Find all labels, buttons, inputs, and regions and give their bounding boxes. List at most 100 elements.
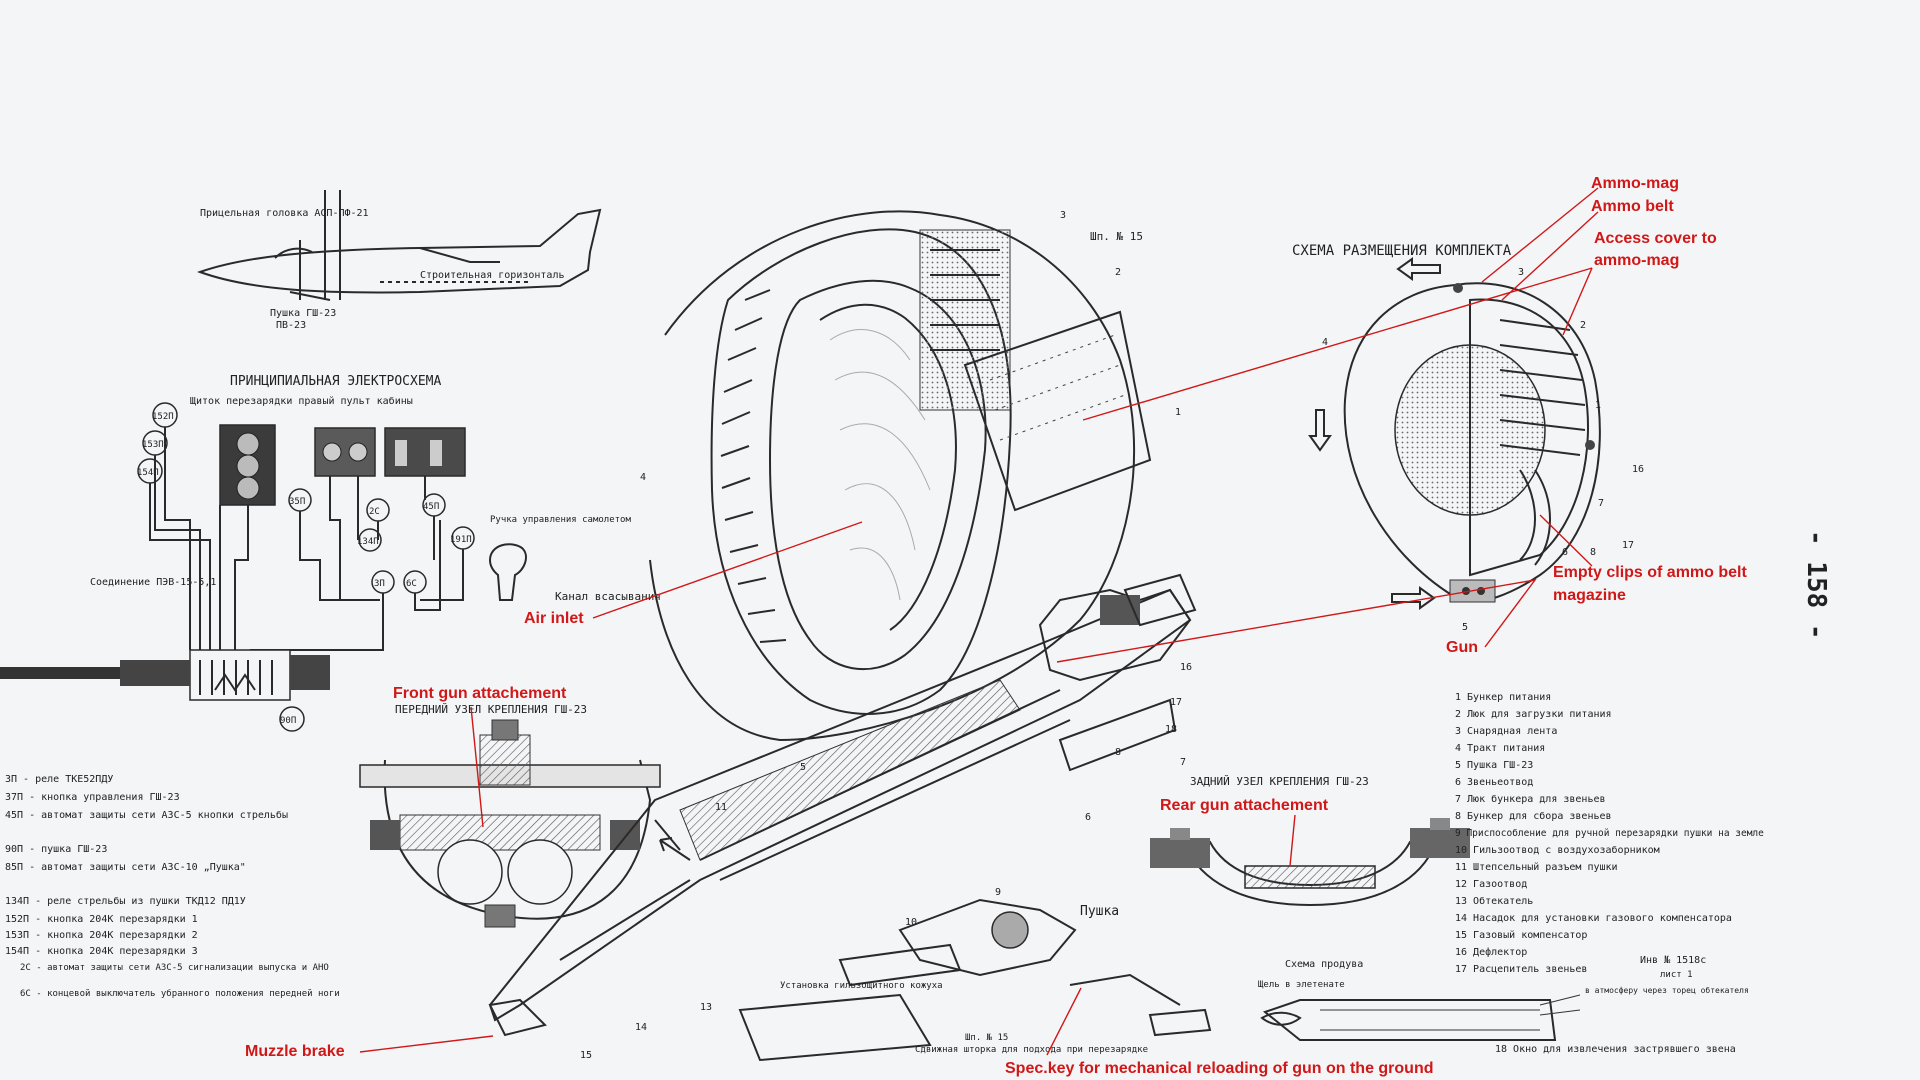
legend-left-8: 154П - кнопка 204К перезарядки 3: [5, 946, 198, 957]
casing-shield-label: Установка гильзощитного кожуха: [780, 981, 943, 991]
page-number: - 158 -: [1801, 530, 1831, 640]
annotation-air-inlet: Air inlet: [524, 610, 584, 627]
part-legend-13: 13 Обтекатель: [1455, 895, 1533, 907]
annotation-ammo-belt: Ammo belt: [1591, 198, 1674, 215]
part-legend-4: 4 Тракт питания: [1455, 743, 1545, 754]
part-legend-7: 7 Люк бункера для звеньев: [1455, 793, 1606, 805]
intake-channel-label: Канал всасывания: [555, 590, 661, 603]
part-number-2: 2: [1115, 267, 1121, 278]
front-mount-title: ПЕРЕДНИЙ УЗЕЛ КРЕПЛЕНИЯ ГШ-23: [395, 703, 587, 716]
node-6c: 6С: [406, 579, 417, 589]
annotation-muzzle-brake: Muzzle brake: [245, 1043, 345, 1060]
part-number-11: 11: [715, 802, 727, 813]
node-2c: 2С: [369, 507, 380, 517]
part-legend-12: 12 Газоотвод: [1455, 879, 1527, 890]
part-legend-15: 15 Газовый компенсатор: [1455, 929, 1587, 941]
scheme-num-16: 16: [1632, 464, 1644, 475]
layout-scheme-title: СХЕМА РАЗМЕЩЕНИЯ КОМПЛЕКТА: [1292, 243, 1512, 259]
part-number-18: 18: [1165, 724, 1177, 735]
part-number-5: 5: [800, 762, 806, 773]
part-legend-1: 1 Бункер питания: [1455, 692, 1551, 703]
scheme-num-2: 2: [1580, 320, 1586, 331]
part-legend-3: 3 Снарядная лента: [1455, 726, 1557, 737]
frame-15-label: Шп. № 15: [1090, 230, 1143, 243]
part-legend-6: 6 Звеньеотвод: [1455, 777, 1533, 788]
center-assembly: Шп. № 15 Канал всасывания Пушка Установк…: [488, 210, 1212, 1062]
aircraft-gun-label: Пушка ГШ-23: [270, 308, 336, 319]
part-number-4: 4: [640, 472, 646, 483]
annotation-gun: Gun: [1446, 639, 1478, 656]
legend-left-6: 152П - кнопка 204К перезарядки 1: [5, 914, 198, 925]
legend-left-0: 3П - реле ТКЕ52ПДУ: [5, 774, 113, 785]
aircraft-sight-label: Прицельная головка АСП-ПФ-21: [200, 208, 369, 219]
aircraft-side-view: Прицельная головка АСП-ПФ-21 Строительна…: [197, 190, 602, 331]
part-number-6: 6: [1085, 812, 1091, 823]
sliding-shutter-label: Сдвижная шторка для подхода при перезаря…: [915, 1045, 1148, 1055]
part-number-14: 14: [635, 1022, 647, 1033]
part-number-16: 16: [1180, 662, 1192, 673]
node-134p: 134П: [357, 537, 379, 547]
part-number-15: 15: [580, 1050, 592, 1061]
part-number-8: 8: [1115, 747, 1121, 758]
part-legend-2: 2 Люк для загрузки питания: [1455, 709, 1612, 720]
node-45p: 45П: [423, 502, 439, 512]
node-3p: 3П: [374, 579, 385, 589]
part-number-9: 9: [995, 887, 1001, 898]
annotation-ammo-mag: Ammo-mag: [1591, 175, 1679, 192]
node-90p: 90П: [280, 716, 296, 726]
node-35p: 35П: [289, 497, 305, 507]
part-number-10: 10: [905, 917, 917, 928]
part-legend-14: 14 Насадок для установки газового компен…: [1455, 913, 1732, 924]
legend-left-2: 45П - автомат защиты сети АЗС-5 кнопки с…: [5, 809, 288, 821]
scheme-num-5: 5: [1462, 622, 1468, 633]
scheme-num-7: 7: [1598, 498, 1604, 509]
node-152p: 152П: [152, 412, 174, 422]
part-legend-16: 16 Дефлектор: [1455, 946, 1527, 958]
annotation-access-cover-1: Access cover to: [1594, 230, 1717, 247]
annotation-empty-clips-2: magazine: [1553, 587, 1626, 604]
scheme-num-1: 1: [1595, 400, 1601, 411]
aircraft-datum-label: Строительная горизонталь: [420, 270, 565, 281]
part-legend-18: 18 Окно для извлечения застрявшего звена: [1495, 1044, 1736, 1055]
front-mount-detail: ПЕРЕДНИЙ УЗЕЛ КРЕПЛЕНИЯ ГШ-23: [359, 703, 661, 928]
parts-legend: 1 Бункер питания 2 Люк для загрузки пита…: [1455, 692, 1764, 1055]
legend-left-3: 90П - пушка ГШ-23: [5, 844, 107, 855]
reload-panel-label: Щиток перезарядки правый пульт кабины: [190, 395, 413, 407]
english-annotations: Ammo-mag Ammo belt Access cover to ammo-…: [245, 175, 1747, 1077]
legend-left-1: 37П - кнопка управления ГШ-23: [5, 792, 180, 803]
legend-left-10: 6С - концевой выключатель убранного поло…: [20, 988, 340, 999]
part-legend-11: 11 Штепсельный разъем пушки: [1455, 861, 1618, 873]
part-legend-10: 10 Гильзоотвод с воздухозаборником: [1455, 844, 1660, 856]
aircraft-gun-label-2: ПВ-23: [276, 320, 306, 331]
inventory-sheet: лист 1: [1660, 970, 1693, 980]
stick-handle-label: Ручка управления самолетом: [490, 515, 631, 525]
part-legend-17: 17 Расцепитель звеньев: [1455, 964, 1587, 975]
purge-slot-label: Щель в элетенате: [1258, 980, 1345, 990]
part-number-7: 7: [1180, 757, 1186, 768]
electrical-legend: 3П - реле ТКЕ52ПДУ 37П - кнопка управлен…: [5, 774, 340, 999]
part-number-17: 17: [1170, 697, 1182, 708]
part-number-3: 3: [1060, 210, 1066, 221]
scheme-num-17: 17: [1622, 540, 1634, 551]
annotation-front-gun-attachment: Front gun attachement: [393, 685, 567, 702]
scheme-num-8: 8: [1590, 547, 1596, 558]
part-number-13: 13: [700, 1002, 712, 1013]
legend-left-5: 134П - реле стрельбы из пушки ТКД12 ПД1У: [5, 895, 246, 907]
electrical-schematic: ПРИНЦИПИАЛЬНАЯ ЭЛЕКТРОСХЕМА Щиток переза…: [0, 374, 631, 732]
node-191p: 191П: [450, 535, 472, 545]
layout-scheme: СХЕМА РАЗМЕЩЕНИЯ КОМПЛЕКТА 1 2 3 4 5 6 7…: [1292, 243, 1644, 633]
annotation-access-cover-2: ammo-mag: [1594, 252, 1679, 269]
legend-left-7: 153П - кнопка 204К перезарядки 2: [5, 930, 198, 941]
part-legend-9: 9 Приспособление для ручной перезарядки …: [1455, 828, 1764, 839]
purge-title: Схема продува: [1285, 959, 1363, 970]
scheme-num-3: 3: [1518, 267, 1524, 278]
node-153p: 153П: [142, 440, 164, 450]
purge-atmo-label: в атмосферу через торец обтекателя: [1585, 985, 1749, 995]
rear-mount-title: ЗАДНИЙ УЗЕЛ КРЕПЛЕНИЯ ГШ-23: [1190, 775, 1369, 788]
legend-left-4: 85П - автомат защиты сети АЗС-10 „Пушка": [5, 862, 246, 873]
annotation-spec-key: Spec.key for mechanical reloading of gun…: [1005, 1060, 1434, 1077]
inventory-number: Инв № 1518с: [1640, 955, 1706, 966]
purge-scheme: Схема продува Щель в элетенате в атмосфе…: [1258, 959, 1749, 1041]
electrical-title: ПРИНЦИПИАЛЬНАЯ ЭЛЕКТРОСХЕМА: [230, 374, 441, 389]
